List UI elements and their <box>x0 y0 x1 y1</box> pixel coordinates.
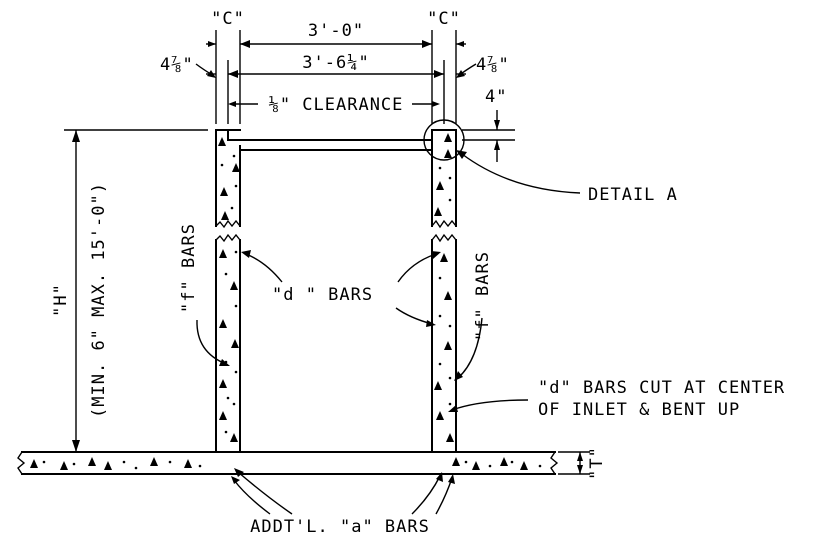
side-thickness-left-label: 4⅞" <box>160 55 194 75</box>
height-dimension <box>64 129 208 452</box>
bottom-slab <box>17 451 559 475</box>
leader-lines <box>196 150 581 515</box>
outer-width-label: 3'-6¼" <box>302 53 369 73</box>
inner-width-label: 3'-0" <box>308 21 364 41</box>
d-bars-cut-label-line1: "d" BARS CUT AT CENTER <box>538 378 785 398</box>
t-dimension <box>558 451 590 475</box>
four-inch-label: 4" <box>485 87 507 107</box>
addtl-a-bars-label: ADDT'L. "a" BARS <box>250 517 430 537</box>
detail-a-label: DETAIL A <box>588 185 678 205</box>
four-inch-dimension <box>423 110 515 162</box>
height-label: "H" <box>51 283 71 317</box>
f-bars-left-label: "f" BARS <box>179 223 199 313</box>
height-range-label: (MIN. 6" MAX. 15'-0") <box>89 182 109 418</box>
t-label: "T" <box>587 446 607 480</box>
c-right-label: "C" <box>427 9 461 29</box>
d-bars-label: "d " BARS <box>272 285 373 305</box>
aggregate-dots <box>42 154 542 470</box>
c-left-label: "C" <box>211 9 245 29</box>
inlet-cover <box>227 129 433 151</box>
f-bars-right-label: "f" BARS <box>473 251 493 341</box>
right-wall <box>431 129 457 453</box>
top-dimensions <box>195 30 477 124</box>
aggregate-marks <box>30 133 528 470</box>
d-bars-cut-label-line2: OF INLET & BENT UP <box>538 400 740 420</box>
clearance-label: ⅛" CLEARANCE <box>269 95 404 115</box>
left-wall <box>215 129 241 453</box>
labels: "C" "C" 3'-0" 3'-6¼" 4⅞" 4⅞" ⅛" CLEARANC… <box>51 9 785 537</box>
side-thickness-right-label: 4⅞" <box>476 55 510 75</box>
